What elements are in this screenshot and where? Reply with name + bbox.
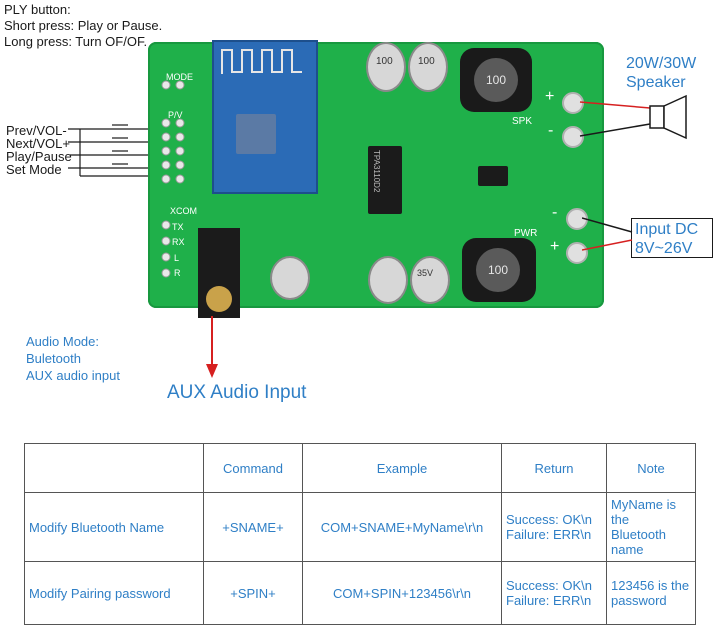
row-note-line2: Bluetooth name [611, 527, 666, 557]
row-note-line2: password [611, 593, 667, 608]
table-header-command: Command [203, 443, 303, 493]
silk-mode: MODE [166, 72, 193, 82]
silk-pwr: PWR [514, 228, 538, 239]
row-note: 123456 is the password [606, 561, 696, 625]
spk-pad-minus [562, 126, 584, 148]
cap1-value: 100 [376, 56, 393, 67]
table-header-row: Command Example Return Note [24, 443, 696, 493]
ply-note-short: Short press: Play or Pause. [4, 18, 163, 33]
row-return-failure: Failure: ERR\n [506, 527, 592, 542]
row-return: Success: OK\n Failure: ERR\n [501, 492, 607, 562]
button-label-play: Play/Pause [6, 149, 72, 164]
audio-mode-bluetooth: Buletooth [26, 351, 81, 366]
silk-spk-plus: + [545, 88, 555, 105]
silk-spk-minus: - [548, 122, 554, 139]
button-labels: Prev/VOL- Next/VOL+ Play/Pause Set Mode [6, 124, 72, 176]
silk-pwr-minus: - [552, 204, 558, 221]
capacitor-2 [408, 42, 448, 92]
cap2-value: 100 [418, 56, 435, 67]
aux-arrow-icon [206, 316, 218, 378]
chip-marking: TPA3110D2 [372, 150, 381, 193]
pwr-pad-plus [566, 242, 588, 264]
row-example: COM+SNAME+MyName\r\n [302, 492, 502, 562]
silk-rx: RX [172, 237, 185, 247]
table-header-note: Note [606, 443, 696, 493]
silk-pv: P/V [168, 110, 183, 120]
capacitor-1 [366, 42, 406, 92]
row-note-line1: MyName is the [611, 497, 677, 527]
row-note-line1: 123456 is the [611, 578, 690, 593]
silk-r: R [174, 268, 181, 278]
button-label-set: Set Mode [6, 162, 62, 177]
inductor-top-value: 100 [474, 58, 518, 102]
row-return-failure: Failure: ERR\n [506, 593, 592, 608]
speaker-label: 20W/30W Speaker [626, 54, 696, 92]
capacitor-4 [368, 256, 408, 304]
row-name: Modify Pairing password [24, 561, 204, 625]
bt-antenna-icon [221, 49, 302, 74]
row-return-success: Success: OK\n [506, 578, 592, 593]
speaker-icon [579, 94, 687, 140]
small-chip [478, 166, 508, 186]
amplifier-chip [368, 146, 402, 214]
ply-note: PLY button: Short press: Play or Pause. … [4, 2, 162, 50]
silk-pwr-plus: + [550, 238, 560, 255]
row-name: Modify Bluetooth Name [24, 492, 204, 562]
table-row: Modify Bluetooth Name +SNAME+ COM+SNAME+… [24, 492, 696, 562]
button-label-next: Next/VOL+ [6, 136, 70, 151]
table-header-empty [24, 443, 204, 493]
inductor-bottom-value: 100 [476, 248, 520, 292]
board-left-pads [161, 80, 185, 278]
aux-audio-label: AUX Audio Input [167, 382, 307, 403]
capacitor-3 [270, 256, 310, 300]
ply-note-title: PLY button: [4, 2, 71, 17]
silk-spk: SPK [512, 116, 533, 127]
silk-xcom: XCOM [170, 206, 197, 216]
table-header-example: Example [302, 443, 502, 493]
input-dc-label: Input DC 8V~26V [631, 218, 713, 258]
row-command: +SNAME+ [203, 492, 303, 562]
audio-mode-aux: AUX audio input [26, 368, 120, 383]
command-table: Command Example Return Note Modify Bluet… [24, 443, 696, 625]
row-example: COM+SPIN+123456\r\n [302, 561, 502, 625]
row-return-success: Success: OK\n [506, 512, 592, 527]
input-dc-wires [582, 217, 633, 251]
capacitor-5 [410, 256, 450, 304]
silk-l: L [174, 253, 180, 263]
speaker-label-power: 20W/30W [626, 55, 697, 72]
row-command: +SPIN+ [203, 561, 303, 625]
row-note: MyName is the Bluetooth name [606, 492, 696, 562]
silk-tx: TX [172, 222, 184, 232]
aux-jack-ring [206, 286, 232, 312]
button-label-prev: Prev/VOL- [6, 123, 67, 138]
ply-note-long: Long press: Turn OF/OF. [4, 34, 148, 49]
speaker-label-text: Speaker [626, 74, 686, 91]
row-return: Success: OK\n Failure: ERR\n [501, 561, 607, 625]
input-dc-title: Input DC [635, 221, 699, 238]
cap5-value: 35V [417, 268, 434, 278]
table-row: Modify Pairing password +SPIN+ COM+SPIN+… [24, 561, 696, 625]
audio-mode-title: Audio Mode: [26, 334, 99, 349]
input-dc-range: 8V~26V [635, 240, 693, 257]
audio-mode: Audio Mode: Buletooth AUX audio input [26, 333, 120, 384]
table-header-return: Return [501, 443, 607, 493]
bt-chip [236, 114, 276, 154]
